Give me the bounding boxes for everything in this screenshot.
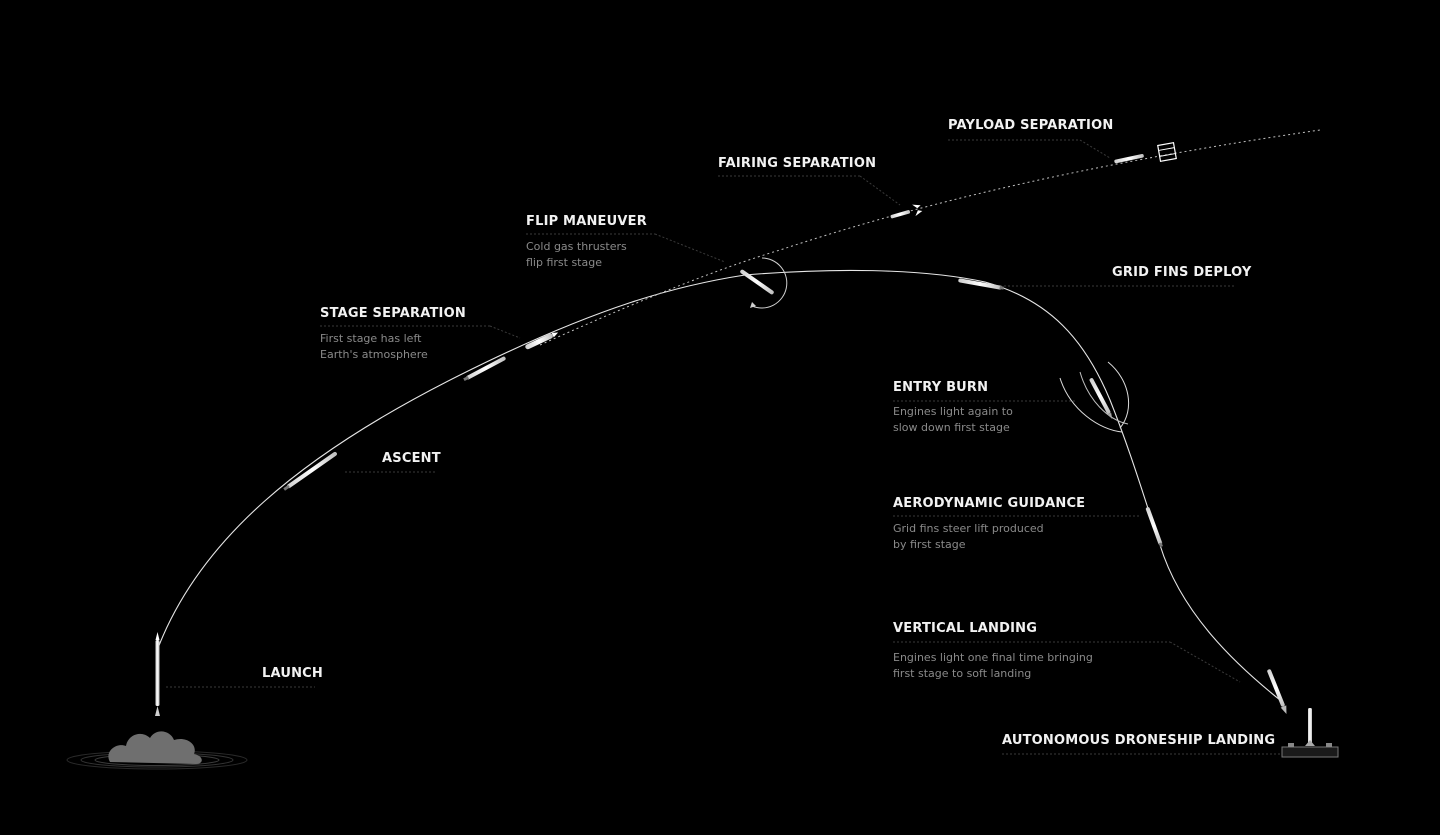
flip-maneuver-description: Cold gas thrusters flip first stage xyxy=(526,240,627,269)
entry-burn-booster xyxy=(1059,361,1130,433)
flip-maneuver-title: FLIP MANEUVER xyxy=(526,214,647,229)
ascent-trajectory xyxy=(157,274,746,649)
droneship-landing-title: AUTONOMOUS DRONESHIP LANDING xyxy=(1002,733,1276,748)
stage-separation-booster xyxy=(463,356,506,382)
launch-title: LAUNCH xyxy=(262,666,324,681)
leader-lines xyxy=(166,139,1280,755)
launch-rocket xyxy=(155,632,160,716)
second-stage-trajectory xyxy=(539,129,1321,346)
grid-fins-booster xyxy=(958,278,1004,290)
entry-burn-title: ENTRY BURN xyxy=(893,380,989,395)
satellite-icon xyxy=(1157,142,1177,162)
fairing-separation-title: FAIRING SEPARATION xyxy=(718,156,877,171)
entry-burn-description: Engines light again to slow down first s… xyxy=(893,405,1013,434)
boostback-trajectory xyxy=(744,269,1281,701)
payload-separation-craft xyxy=(1114,142,1177,164)
launch-smoke-cloud xyxy=(108,731,202,764)
aerodynamic-guidance-description: Grid fins steer lift produced by first s… xyxy=(893,522,1044,551)
grid-fins-deploy-title: GRID FINS DEPLOY xyxy=(1112,265,1252,280)
vertical-landing-description: Engines light one final time bringing fi… xyxy=(893,651,1093,680)
stage-separation-second-stage xyxy=(525,332,559,350)
aerodynamic-guidance-title: AERODYNAMIC GUIDANCE xyxy=(893,496,1086,511)
stage-separation-title: STAGE SEPARATION xyxy=(320,306,466,321)
ascent-title: ASCENT xyxy=(382,451,441,466)
ascent-rocket xyxy=(283,451,337,491)
stage-separation-description: First stage has left Earth's atmosphere xyxy=(320,332,428,361)
launch-pad xyxy=(66,731,248,770)
fairing-separation-craft xyxy=(890,204,923,219)
flip-maneuver-stage xyxy=(740,257,788,309)
payload-separation-title: PAYLOAD SEPARATION xyxy=(948,118,1114,133)
droneship xyxy=(1281,708,1339,758)
vertical-landing-title: VERTICAL LANDING xyxy=(893,621,1038,636)
vertical-landing-booster xyxy=(1267,669,1287,714)
aerodynamic-guidance-booster xyxy=(1145,507,1163,548)
